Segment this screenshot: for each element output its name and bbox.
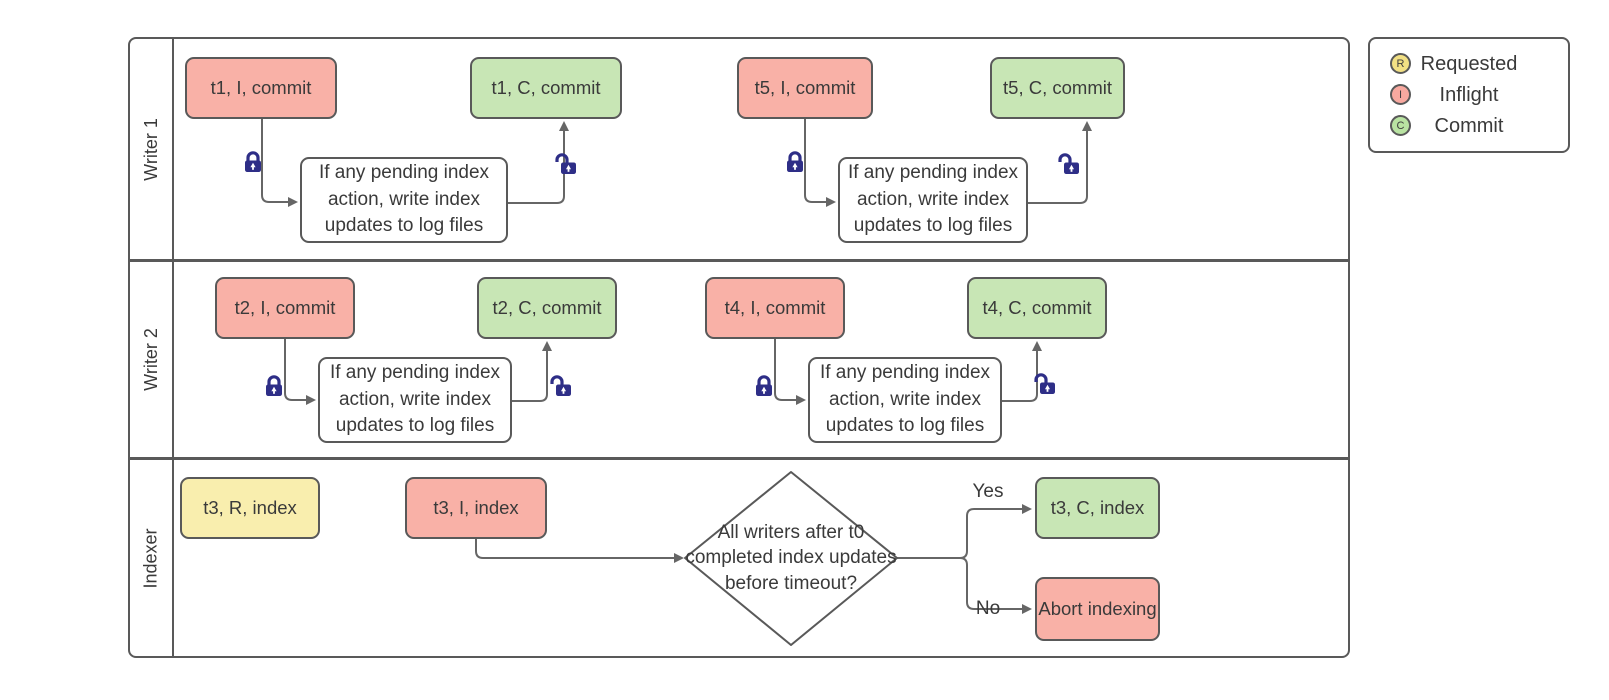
process-writer1-t1-label: If any pending index action, write index… <box>318 161 490 237</box>
open-lock-icon <box>1056 151 1082 177</box>
state-t3-requested-label: t3, R, index <box>203 497 297 519</box>
state-t2-inflight-label: t2, I, commit <box>234 297 336 319</box>
state-t2-commit: t2, C, commit <box>477 277 617 339</box>
legend-item-commit: C Commit <box>1376 114 1562 138</box>
legend: R Requested I Inflight C Commit <box>1368 37 1570 153</box>
process-writer2-t4: If any pending index action, write index… <box>808 357 1002 443</box>
inflight-badge-icon: I <box>1390 84 1411 105</box>
state-abort-indexing: Abort indexing <box>1035 577 1160 641</box>
state-t1-inflight: t1, I, commit <box>185 57 337 119</box>
state-t3-requested: t3, R, index <box>180 477 320 539</box>
state-t3-commit-label: t3, C, index <box>1050 497 1145 519</box>
commit-badge-icon: C <box>1390 115 1411 136</box>
state-t3-inflight: t3, I, index <box>405 477 547 539</box>
state-t4-inflight-label: t4, I, commit <box>724 297 826 319</box>
decision-diamond-shape <box>684 471 898 646</box>
lane-divider-2 <box>130 457 1348 460</box>
requested-badge-icon: R <box>1390 53 1411 74</box>
closed-lock-icon <box>240 149 266 175</box>
arrow-t3-inflight-to-decision <box>475 538 684 563</box>
closed-lock-icon <box>751 373 777 399</box>
arrow-t2-inflight-to-process <box>284 338 316 405</box>
process-writer2-t2-label: If any pending index action, write index… <box>329 361 501 437</box>
edge-label-no: No <box>975 598 1001 619</box>
open-lock-icon <box>1032 371 1058 397</box>
state-t5-commit: t5, C, commit <box>990 57 1125 119</box>
state-t5-inflight-label: t5, I, commit <box>754 77 856 99</box>
process-writer1-t1: If any pending index action, write index… <box>300 157 508 243</box>
state-t5-inflight: t5, I, commit <box>737 57 873 119</box>
state-t5-commit-label: t5, C, commit <box>1003 77 1112 99</box>
decision-diamond-text: All writers after t0 completed index upd… <box>685 522 897 594</box>
process-writer2-t2: If any pending index action, write index… <box>318 357 512 443</box>
edge-label-yes: Yes <box>972 481 1004 502</box>
state-t1-commit: t1, C, commit <box>470 57 622 119</box>
legend-label-requested: Requested <box>1420 52 1518 75</box>
arrow-decision-yes-branch <box>896 504 1032 559</box>
swimlane-pool: Writer 1 Writer 2 Indexer <box>128 37 1350 658</box>
state-t3-inflight-label: t3, I, index <box>433 497 519 519</box>
arrow-process-to-t2-commit <box>511 341 552 402</box>
arrow-t4-inflight-to-process <box>774 338 806 405</box>
arrow-t5-inflight-to-process <box>804 118 836 207</box>
lane-divider-1 <box>130 259 1348 262</box>
legend-item-requested: R Requested <box>1376 52 1562 76</box>
open-lock-icon <box>548 373 574 399</box>
legend-item-inflight: I Inflight <box>1376 83 1562 107</box>
state-t1-commit-label: t1, C, commit <box>491 77 601 99</box>
state-t2-inflight: t2, I, commit <box>215 277 355 339</box>
state-t4-commit-label: t4, C, commit <box>982 297 1092 319</box>
closed-lock-icon <box>782 149 808 175</box>
legend-label-commit: Commit <box>1434 114 1504 137</box>
state-t2-commit-label: t2, C, commit <box>492 297 602 319</box>
arrow-process-to-t5-commit <box>1027 121 1092 204</box>
process-writer2-t4-label: If any pending index action, write index… <box>819 361 991 437</box>
state-t1-inflight-label: t1, I, commit <box>210 77 312 99</box>
open-lock-icon <box>553 151 579 177</box>
legend-label-inflight: Inflight <box>1439 83 1499 106</box>
arrow-decision-no-branch <box>959 557 1032 614</box>
closed-lock-icon <box>261 373 287 399</box>
lane-label-divider <box>172 39 174 656</box>
state-t4-commit: t4, C, commit <box>967 277 1107 339</box>
state-t4-inflight: t4, I, commit <box>705 277 845 339</box>
state-abort-indexing-label: Abort indexing <box>1038 598 1157 620</box>
process-writer1-t5-label: If any pending index action, write index… <box>847 161 1019 237</box>
process-writer1-t5: If any pending index action, write index… <box>838 157 1028 243</box>
arrow-process-to-t4-commit <box>1001 341 1042 402</box>
state-t3-commit: t3, C, index <box>1035 477 1160 539</box>
arrow-process-to-t1-commit <box>507 121 569 204</box>
arrow-t1-inflight-to-process <box>261 118 298 207</box>
